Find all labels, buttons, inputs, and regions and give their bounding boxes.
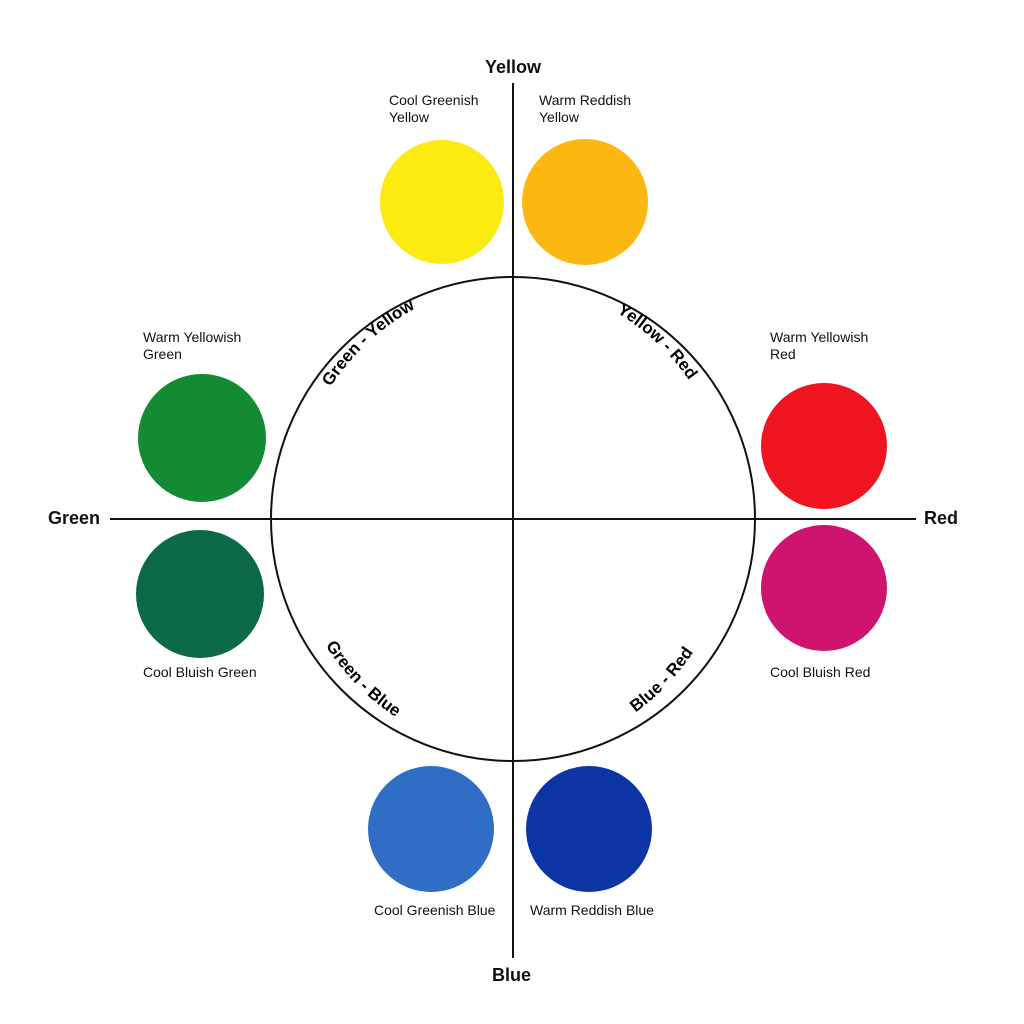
label-cool-greenish-blue: Cool Greenish Blue <box>374 902 495 919</box>
axis-label-green: Green <box>48 508 101 528</box>
label-warm-yellowish-red: Warm Yellowish Red <box>770 329 868 363</box>
quadrant-label-yellow-red-path: Yellow - Red <box>614 300 701 383</box>
label-line-2: Yellow <box>389 109 429 125</box>
swatch-warm-reddish-yellow <box>522 139 648 265</box>
label-cool-greenish-yellow: Cool Greenish Yellow <box>389 92 479 126</box>
label-line-1: Warm Yellowish <box>143 329 242 345</box>
swatch-cool-greenish-blue <box>368 766 494 892</box>
label-line-2: Yellow <box>539 109 579 125</box>
label-line-1: Cool Greenish Blue <box>374 902 496 918</box>
quadrant-label-green-yellow: Green - Yellow <box>318 295 418 389</box>
label-cool-bluish-green: Cool Bluish Green <box>143 664 257 681</box>
label-cool-bluish-red: Cool Bluish Red <box>770 664 870 681</box>
swatch-cool-bluish-green <box>136 530 264 658</box>
label-warm-yellowish-green: Warm Yellowish Green <box>143 329 241 363</box>
swatch-warm-yellowish-green <box>138 374 266 502</box>
label-line-2: Green <box>143 346 182 362</box>
axis-label-yellow: Yellow <box>485 57 542 77</box>
quadrant-label-yellow-red: Yellow - Red <box>614 300 701 383</box>
quadrant-label-green-yellow-path: Green - Yellow <box>318 295 418 389</box>
axis-label-blue: Blue <box>492 965 532 985</box>
swatch-cool-greenish-yellow <box>380 140 504 264</box>
swatch-warm-yellowish-red <box>761 383 887 509</box>
swatch-warm-reddish-blue <box>526 766 652 892</box>
label-line-1: Cool Bluish Red <box>770 664 871 680</box>
label-warm-reddish-blue: Warm Reddish Blue <box>530 902 654 919</box>
axis-label-red: Red <box>924 508 959 528</box>
swatch-cool-bluish-red <box>761 525 887 651</box>
label-line-1: Warm Reddish Blue <box>530 902 654 918</box>
quadrant-label-blue-red-path: Blue - Red <box>626 643 696 715</box>
label-line-1: Cool Greenish <box>389 92 479 108</box>
label-line-2: Red <box>770 346 796 362</box>
label-warm-reddish-yellow: Warm Reddish Yellow <box>539 92 631 126</box>
label-line-1: Warm Reddish <box>539 92 632 108</box>
label-line-1: Cool Bluish Green <box>143 664 257 680</box>
quadrant-label-blue-red: Blue - Red <box>626 643 696 715</box>
central-circle <box>270 276 756 762</box>
label-line-1: Warm Yellowish <box>770 329 869 345</box>
